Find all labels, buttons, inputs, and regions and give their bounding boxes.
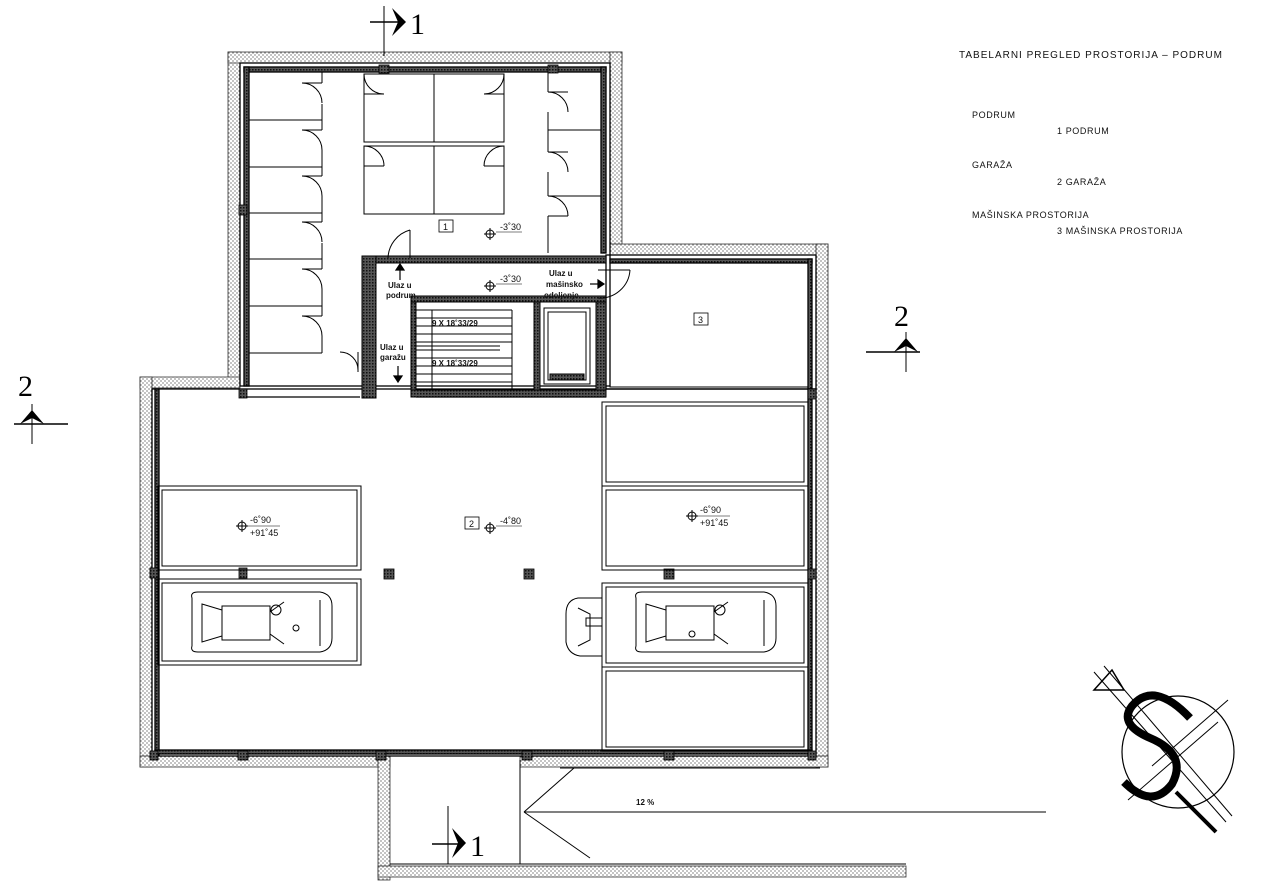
svg-text:-6˚90: -6˚90 — [250, 515, 271, 525]
svg-text:garažu: garažu — [380, 353, 406, 362]
elevation-podrum-a: -3˚30 — [484, 222, 522, 240]
storage-left — [249, 72, 359, 372]
stair-label-lower: 9 X 18˚33/29 — [432, 359, 478, 368]
svg-text:podrum: podrum — [386, 291, 416, 300]
room-tag-1: 1 — [438, 219, 454, 233]
legend-category-masinska: MAŠINSKA PROSTORIJA — [972, 210, 1090, 220]
storage-center — [363, 73, 505, 215]
svg-text:1: 1 — [443, 222, 448, 232]
car-partial — [565, 597, 603, 657]
svg-text:Ulaz u: Ulaz u — [549, 269, 573, 278]
section-marker-1-bottom: 1 — [432, 806, 485, 864]
svg-text:Ulaz u: Ulaz u — [380, 343, 404, 352]
svg-text:odeljenje: odeljenje — [544, 291, 579, 300]
car-left — [191, 591, 333, 653]
entrance-arrows — [392, 262, 606, 384]
car-right — [635, 591, 777, 653]
legend-title: TABELARNI PREGLED PROSTORIJA – PODRUM — [959, 50, 1223, 61]
legend-category-podrum: PODRUM — [972, 110, 1016, 120]
north-arrow-icon — [1092, 665, 1235, 834]
section-1-bottom-label: 1 — [470, 830, 485, 863]
elevation-parking-right: -6˚90 +91˚45 — [686, 505, 730, 528]
svg-text:+91˚45: +91˚45 — [250, 528, 278, 538]
section-2-right-label: 2 — [894, 300, 909, 333]
label-ulaz-masinsko: Ulaz u mašinsko odeljenje — [544, 269, 583, 300]
svg-text:-6˚90: -6˚90 — [700, 505, 721, 515]
svg-text:Ulaz u: Ulaz u — [388, 281, 412, 290]
legend-item-garaza: 2 GARAŽA — [1057, 177, 1107, 187]
section-marker-2-right: 2 — [866, 300, 920, 372]
stair-core — [361, 229, 631, 399]
columns — [149, 64, 817, 761]
svg-text:-4˚80: -4˚80 — [500, 516, 521, 526]
ramp — [390, 760, 1046, 865]
stair-label-upper: 9 X 18˚33/29 — [432, 319, 478, 328]
room-tag-3: 3 — [693, 312, 709, 326]
ramp-slope-label: 12 % — [636, 798, 654, 807]
elevation-podrum-b: -3˚30 — [484, 274, 522, 292]
room-tag-2: 2 — [464, 516, 480, 530]
legend-category-garaza: GARAŽA — [972, 160, 1013, 170]
storage-right — [547, 72, 601, 253]
elevation-parking-left: -6˚90 +91˚45 — [236, 515, 280, 538]
parking-bays — [157, 262, 809, 752]
section-2-left-label: 2 — [18, 370, 33, 403]
legend-item-podrum: 1 PODRUM — [1057, 126, 1110, 136]
svg-text:3: 3 — [698, 315, 703, 325]
section-1-top-label: 1 — [410, 8, 425, 41]
label-ulaz-podrum: Ulaz u podrum — [386, 281, 416, 300]
elevation-garage-center: -4˚80 — [484, 516, 522, 534]
svg-text:-3˚30: -3˚30 — [500, 222, 521, 232]
label-ulaz-garazu: Ulaz u garažu — [380, 343, 406, 362]
svg-text:-3˚30: -3˚30 — [500, 274, 521, 284]
svg-text:mašinsko: mašinsko — [546, 280, 583, 289]
svg-text:2: 2 — [469, 519, 474, 529]
section-marker-1-top: 1 — [370, 6, 425, 56]
legend-item-masinska: 3 MAŠINSKA PROSTORIJA — [1057, 226, 1183, 236]
svg-text:+91˚45: +91˚45 — [700, 518, 728, 528]
section-marker-2-left: 2 — [14, 370, 68, 444]
